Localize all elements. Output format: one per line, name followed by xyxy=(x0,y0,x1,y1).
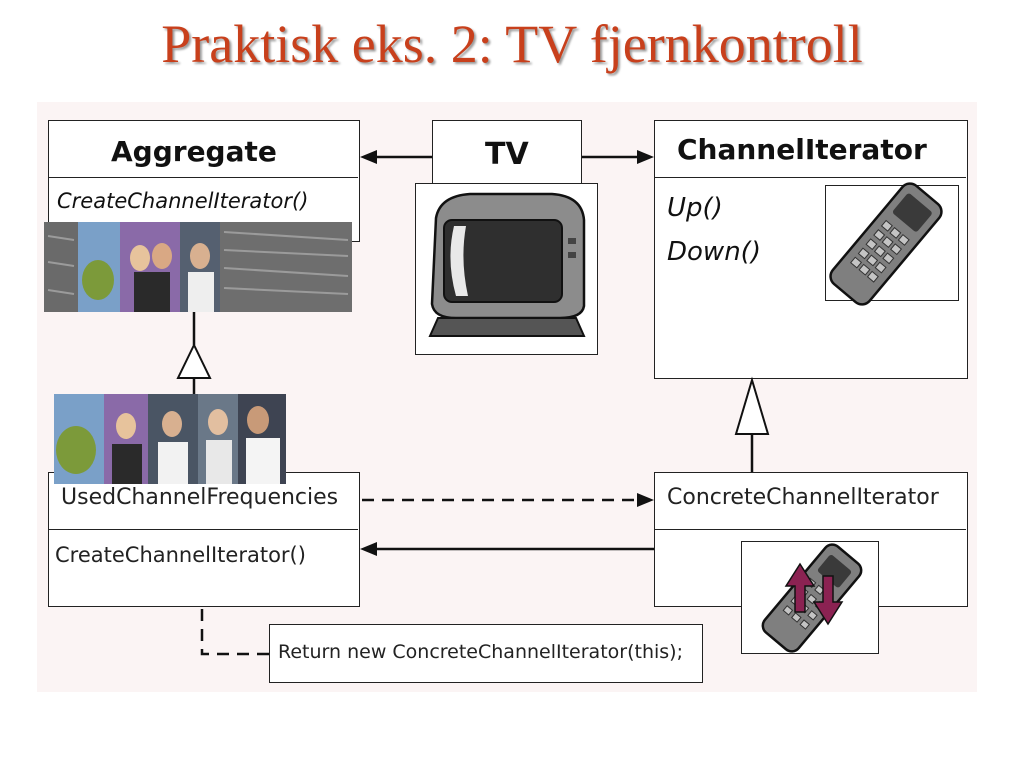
note-text: Return new ConcreteChannelIterator(this)… xyxy=(278,641,683,663)
concrete-channel-iterator-divider xyxy=(655,529,966,530)
channel-iterator-generalization-arrow xyxy=(734,376,770,472)
note-link xyxy=(200,609,269,656)
channel-iterator-class: ChannelIterator Up() Down() xyxy=(654,120,968,379)
used-channel-frequencies-divider xyxy=(49,529,358,530)
creates-dependency-arrow xyxy=(362,493,654,507)
aggregate-divider xyxy=(49,177,358,178)
tv-class: TV xyxy=(432,120,582,184)
tv-class-name: TV xyxy=(485,137,529,172)
channel-iterator-class-name: ChannelIterator xyxy=(677,133,927,166)
channel-iterator-operation-up: Up() xyxy=(667,193,723,223)
tv-to-aggregate-arrow xyxy=(360,150,432,164)
remote-control-icon xyxy=(829,182,943,306)
aggregate-operation: CreateChannelIterator() xyxy=(57,189,309,213)
remote-up-down-icon xyxy=(761,543,863,653)
channel-iterator-divider xyxy=(655,177,966,178)
channel-iterator-operation-down: Down() xyxy=(667,237,761,267)
used-channel-frequencies-class-name: UsedChannelFrequencies xyxy=(61,485,339,510)
aggregate-generalization-arrow xyxy=(176,312,212,396)
tv-show-thumbnails-strip-lower xyxy=(54,394,286,484)
aggregate-class: Aggregate CreateChannelIterator() xyxy=(48,120,360,242)
aggregate-class-name: Aggregate xyxy=(111,135,277,168)
television-icon xyxy=(428,192,586,337)
tv-to-channel-iterator-arrow xyxy=(582,150,654,164)
tv-show-thumbnails-strip xyxy=(44,222,352,312)
slide-title: Praktisk eks. 2: TV fjernkontroll xyxy=(161,14,863,74)
iterator-to-aggregate-arrow xyxy=(360,542,654,556)
concrete-channel-iterator-class-name: ConcreteChannelIterator xyxy=(667,485,939,510)
used-channel-frequencies-operation: CreateChannelIterator() xyxy=(55,543,306,567)
used-channel-frequencies-class: UsedChannelFrequencies CreateChannelIter… xyxy=(48,472,360,607)
note-box: Return new ConcreteChannelIterator(this)… xyxy=(269,624,703,683)
